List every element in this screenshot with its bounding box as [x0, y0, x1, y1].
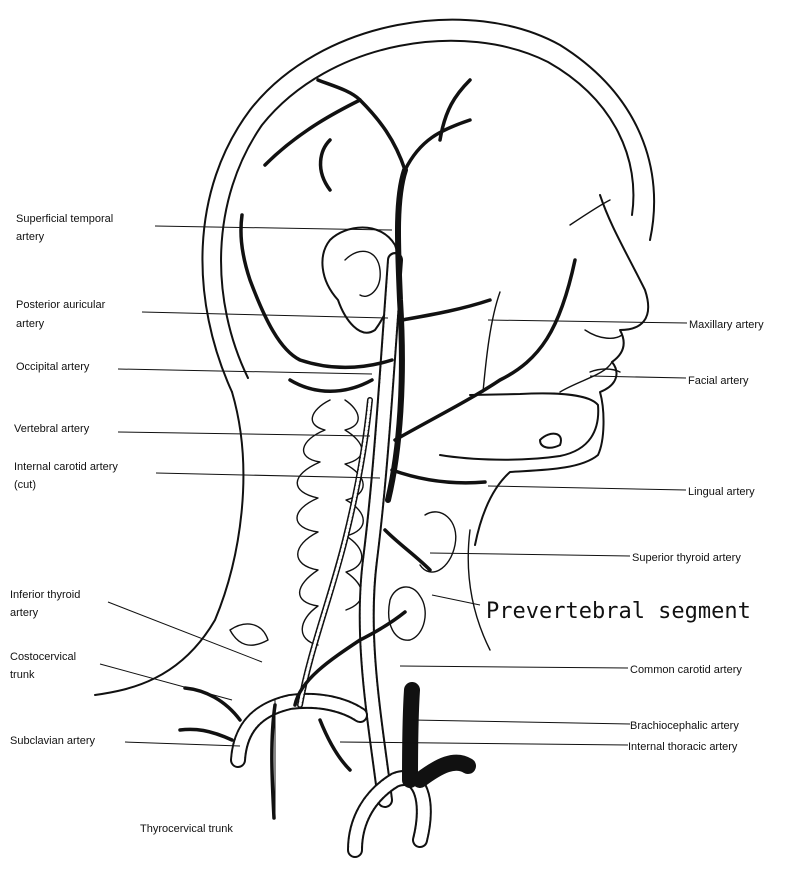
label-posterior-auricular-artery: Posterior auricular artery	[16, 299, 108, 330]
label-lingual-artery: Lingual artery	[688, 486, 755, 498]
label-common-carotid-artery: Common carotid artery	[630, 664, 742, 676]
arteries	[180, 80, 575, 850]
left-labels: Superficial temporal artery Posterior au…	[10, 213, 233, 835]
label-superior-thyroid-artery: Superior thyroid artery	[632, 552, 741, 564]
label-subclavian-artery: Subclavian artery	[10, 735, 95, 747]
label-prevertebral-segment: Prevertebral segment	[486, 599, 751, 624]
label-facial-artery: Facial artery	[688, 375, 749, 387]
label-brachiocephalic-artery: Brachiocephalic artery	[630, 720, 739, 732]
label-superficial-temporal-artery: Superficial temporal artery	[16, 213, 116, 243]
label-internal-thoracic-artery: Internal thoracic artery	[628, 741, 738, 753]
cervical-spine	[230, 400, 363, 645]
thyroid-gland	[389, 512, 456, 640]
label-maxillary-artery: Maxillary artery	[689, 319, 764, 331]
label-thyrocervical-trunk: Thyrocervical trunk	[140, 823, 233, 835]
label-internal-carotid-artery: Internal carotid artery (cut)	[14, 461, 121, 491]
label-costocervical-trunk: Costocervical trunk	[10, 651, 79, 681]
label-inferior-thyroid-artery: Inferior thyroid artery	[10, 589, 83, 619]
label-vertebral-artery: Vertebral artery	[14, 423, 90, 435]
label-occipital-artery: Occipital artery	[16, 361, 90, 373]
right-labels: Maxillary artery Facial artery Lingual a…	[486, 319, 764, 753]
